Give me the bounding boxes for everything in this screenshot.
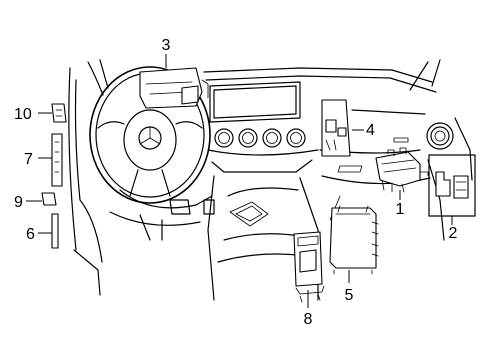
callout-9: 9 [14, 194, 23, 211]
dashboard-outline [68, 59, 473, 301]
pedals [139, 199, 215, 241]
part-3-module [139, 67, 209, 109]
center-display [209, 81, 301, 123]
part-10-clip [51, 103, 67, 123]
part-9-connector [41, 192, 57, 206]
callout-6: 6 [26, 226, 35, 243]
part-2-bracket-box [428, 154, 476, 217]
part-8-bracket-module [293, 231, 325, 303]
part-7-strip [51, 133, 63, 187]
part-6-bar [51, 213, 59, 249]
callout-8: 8 [304, 311, 313, 328]
callout-3: 3 [162, 37, 171, 54]
callout-4: 4 [366, 122, 375, 139]
part-5-control-unit [329, 205, 379, 275]
callout-2: 2 [449, 225, 458, 242]
air-vent-right [426, 122, 454, 150]
callout-10: 10 [14, 106, 32, 123]
leader-lines [26, 54, 453, 308]
part-1-fuse-box [375, 147, 429, 193]
callout-7: 7 [24, 151, 33, 168]
callout-1: 1 [396, 201, 405, 218]
part-4-module [321, 99, 351, 157]
center-vents [214, 128, 306, 148]
callout-5: 5 [345, 287, 354, 304]
